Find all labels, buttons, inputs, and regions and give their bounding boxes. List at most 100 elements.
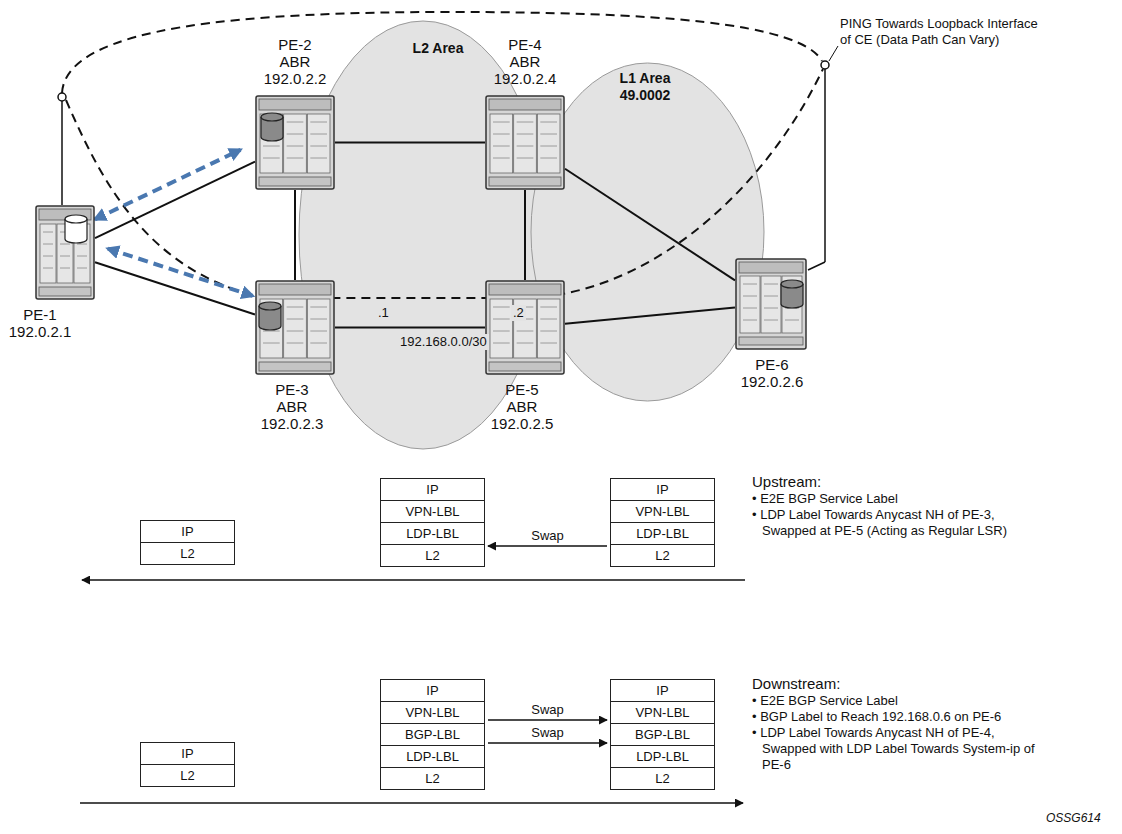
router-label: PE-3ABR192.0.2.3 [227,381,357,432]
router-text: PE-3 [227,381,357,398]
annotation: .1 [376,305,391,321]
area-label: L1 Area49.0002 [600,70,690,104]
area-text: 49.0002 [600,87,690,104]
router-text: ABR [460,53,590,70]
stack-cell: VPN-LBL [611,701,714,723]
flow-arrow [82,579,745,581]
area-text: L1 Area [600,70,690,87]
area-text: L2 Area [398,40,478,57]
section-heading: Downstream: [752,674,1037,693]
router-text: 192.0.2.2 [230,70,360,87]
bullet-note: • E2E BGP Service Label [752,693,1037,709]
session-arrow [108,249,253,296]
link-line [524,190,526,280]
label-stack: IPL2 [140,520,235,565]
router-text: 192.0.2.5 [457,415,587,432]
annotation: 192.168.0.0/30 [398,334,489,350]
ce-loopback [821,61,829,69]
edge-label: Swap [529,528,566,543]
stack-cell: L2 [611,767,714,789]
bullet-note: • E2E BGP Service Label [752,491,1037,507]
leader-line [829,46,838,61]
router-label: PE-6192.0.2.6 [707,356,837,390]
router-text: PE-6 [707,356,837,373]
stack-cell: L2 [611,544,714,566]
antenna [824,69,826,262]
note-group: Downstream:• E2E BGP Service Label• BGP … [752,674,1037,773]
bullet-note: • LDP Label Towards Anycast NH of PE-4, … [752,725,1037,773]
router-text: PE-1 [0,306,105,323]
link-line [294,190,296,280]
router-node: PE-2ABR192.0.2.2 [255,95,335,190]
antenna [61,101,63,205]
stack-cell: BGP-LBL [611,723,714,745]
label-stack: IPL2 [140,742,235,787]
stack-cell: IP [381,479,484,500]
ce-loopback [58,93,66,101]
stack-cell: L2 [141,542,234,564]
antenna [808,262,825,270]
stack-cell: LDP-LBL [611,522,714,544]
router-icon [485,280,565,375]
flow-arrow [80,802,743,804]
router-text: ABR [230,53,360,70]
router-text: PE-5 [457,381,587,398]
label-stack: IPVPN-LBLLDP-LBLL2 [380,478,485,567]
edge-label: Swap [529,702,566,717]
stack-cell: IP [141,743,234,764]
link-line [95,162,255,239]
annotation: PING Towards Loopback Interface of CE (D… [840,16,1040,48]
data-path [62,12,822,93]
router-text: PE-2 [230,36,360,53]
swap-arrow [488,719,607,720]
router-text: 192.0.2.1 [0,323,105,340]
router-icon [255,95,335,190]
note-group: Upstream:• E2E BGP Service Label• LDP La… [752,472,1037,539]
area-region: L1 Area49.0002 [530,62,765,402]
stack-cell: IP [611,680,714,701]
router-text: 192.0.2.3 [227,415,357,432]
router-text: PE-4 [460,36,590,53]
edge-label: Swap [529,725,566,740]
stack-cell: VPN-LBL [381,500,484,522]
router-label: PE-5ABR192.0.2.5 [457,381,587,432]
router-node: PE-5ABR192.0.2.5 [485,280,565,375]
stack-cell: IP [381,680,484,701]
stack-cell: LDP-LBL [611,745,714,767]
swap-arrow [488,742,607,743]
router-label: PE-2ABR192.0.2.2 [230,36,360,87]
stack-cell: IP [611,479,714,500]
area-label: L2 Area [398,40,478,57]
link-line [335,142,485,144]
label-stack: IPVPN-LBLBGP-LBLLDP-LBLL2 [380,679,485,790]
bullet-note: • BGP Label to Reach 192.168.0.6 on PE-6 [752,709,1037,725]
router-node: PE-6192.0.2.6 [735,258,807,350]
link-line [565,169,735,281]
router-text: 192.0.2.4 [460,70,590,87]
label-stack: IPVPN-LBLBGP-LBLLDP-LBLL2 [610,679,715,790]
router-text: ABR [457,398,587,415]
router-icon [255,280,335,375]
swap-arrow [488,545,607,546]
data-path [66,69,823,298]
stack-cell: VPN-LBL [611,500,714,522]
area-shape [530,62,765,402]
bullet-note: • LDP Label Towards Anycast NH of PE-3, … [752,507,1037,539]
router-text: ABR [227,398,357,415]
router-icon [35,205,95,300]
section-heading: Upstream: [752,472,1037,491]
annotation: .2 [511,305,526,321]
link-line [335,327,485,329]
stack-cell: LDP-LBL [381,522,484,544]
router-icon [735,258,807,350]
router-label: PE-1192.0.2.1 [0,306,105,340]
router-label: PE-4ABR192.0.2.4 [460,36,590,87]
session-arrow [95,150,241,220]
stack-cell: L2 [381,767,484,789]
stack-cell: LDP-LBL [381,745,484,767]
link-line [565,307,735,323]
stack-cell: IP [141,521,234,542]
router-text: 192.0.2.6 [707,373,837,390]
